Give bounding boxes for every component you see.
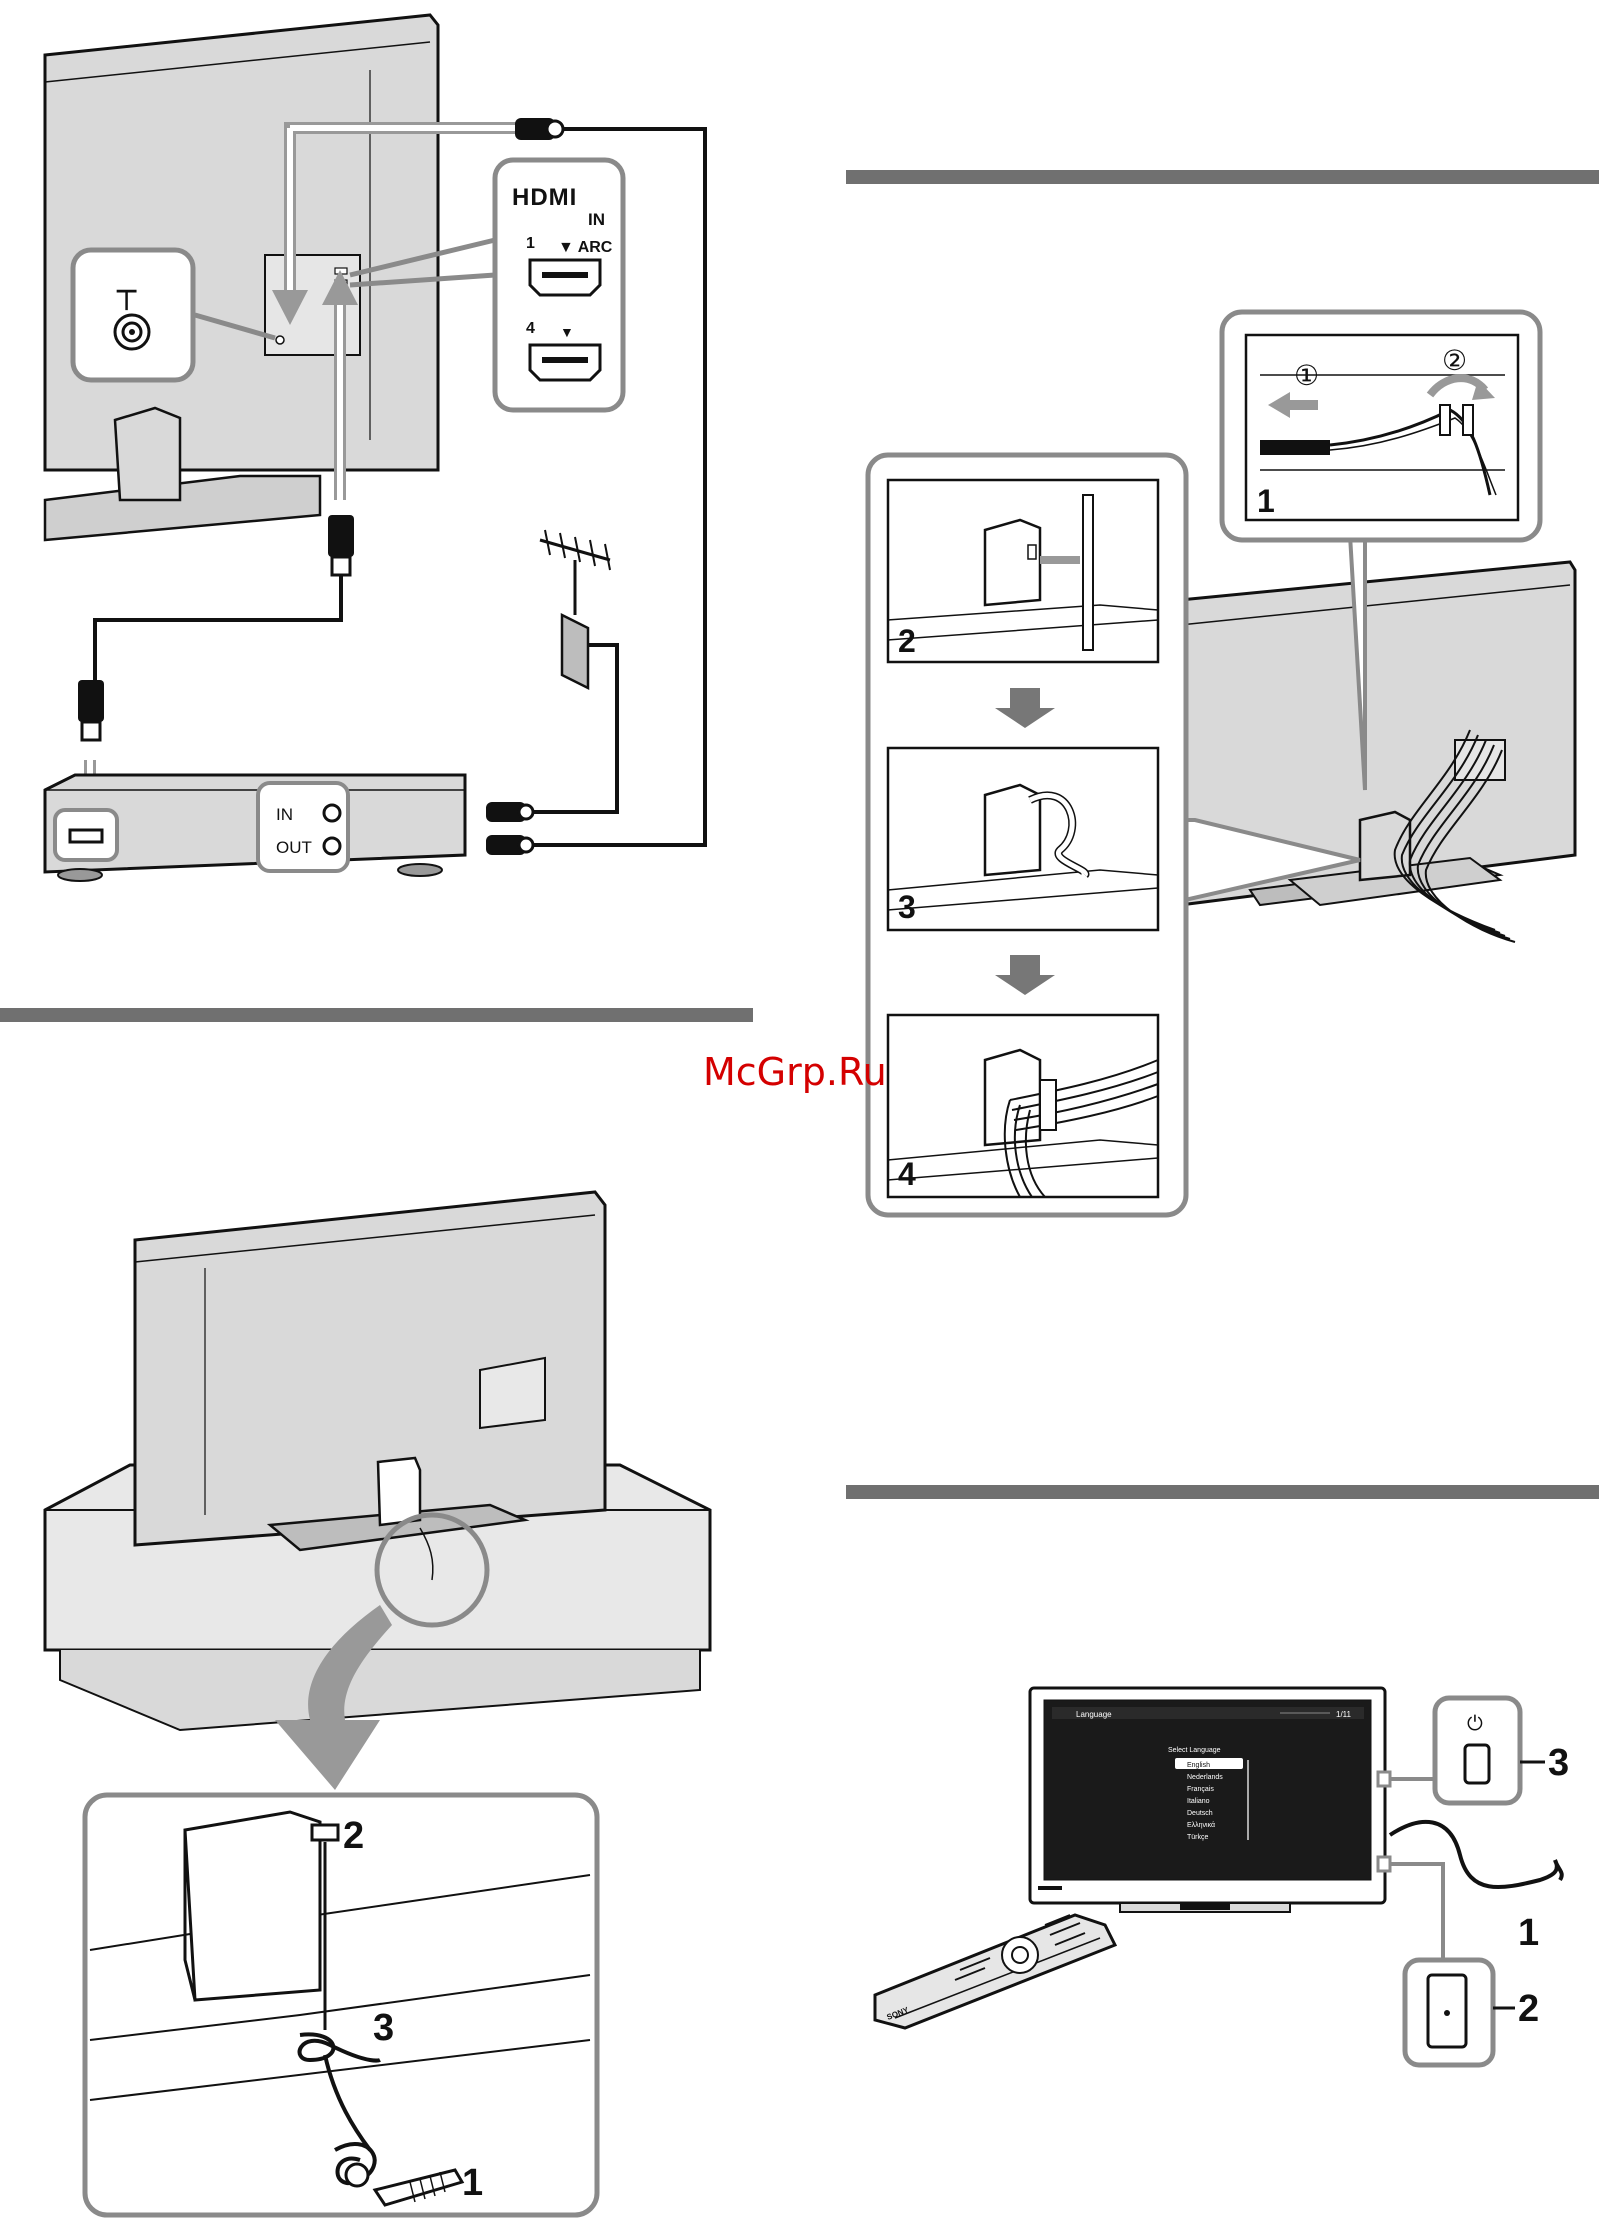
tv-antenna-jack bbox=[276, 336, 284, 344]
watermark: McGrp.Ru bbox=[703, 1050, 887, 1094]
screw bbox=[312, 1825, 338, 1840]
step2-number: 2 bbox=[898, 623, 916, 659]
roof-antenna bbox=[540, 530, 610, 688]
section-bar-power-on bbox=[846, 1485, 1599, 1499]
power-step1-number: 1 bbox=[1518, 1912, 1539, 1954]
power-step3-number: 3 bbox=[1548, 1742, 1569, 1784]
lang-5: Ελληνικά bbox=[1187, 1821, 1215, 1829]
hdmi-plug-recorder bbox=[78, 680, 104, 722]
step1-circle2: ② bbox=[1442, 344, 1467, 377]
power-cord bbox=[1390, 1822, 1562, 1887]
screen-page: 1/11 bbox=[1336, 1710, 1352, 1719]
lang-0: English bbox=[1187, 1762, 1210, 1769]
power-symbol: ⏻ bbox=[1467, 1711, 1483, 1735]
antenna-symbol: ┬ bbox=[116, 272, 137, 310]
tv-stand-neck bbox=[115, 408, 180, 500]
secure-step2-number: 2 bbox=[343, 1815, 364, 1857]
recorder-out-label: OUT bbox=[276, 838, 312, 857]
hdmi-port4-number: 4 bbox=[526, 320, 535, 337]
section-bar-secure-tv bbox=[0, 1008, 753, 1022]
section-bar-cable-management bbox=[846, 170, 1599, 184]
screen-prompt: Select Language bbox=[1168, 1747, 1221, 1754]
step1-number: 1 bbox=[1257, 483, 1275, 519]
hdmi-port1-arc-label: ▼ ARC bbox=[558, 239, 613, 256]
secure-zoom-callout bbox=[85, 1795, 597, 2215]
lang-6: Türkçe bbox=[1187, 1834, 1209, 1841]
lang-4: Deutsch bbox=[1187, 1810, 1213, 1817]
recorder-rf-callout bbox=[258, 783, 348, 871]
hdmi-in-label: IN bbox=[588, 210, 605, 229]
secure-step3-number: 3 bbox=[373, 2007, 394, 2049]
cable-tie-diagram: ① ② 1 2 3 4 bbox=[868, 312, 1575, 1215]
tv-back-panel bbox=[45, 15, 438, 470]
tv-stand-base bbox=[45, 476, 320, 540]
hdmi-port4-marker: ▼ bbox=[560, 324, 574, 340]
lang-1: Nederlands bbox=[1187, 1774, 1223, 1781]
power-step2-number: 2 bbox=[1518, 1988, 1539, 2030]
hdmi-plug-tv bbox=[328, 515, 354, 557]
screen-title: Language bbox=[1076, 1710, 1112, 1719]
power-on-diagram: Language 1/11 Select Language English Ne… bbox=[875, 1688, 1569, 2065]
secure-step1-number: 1 bbox=[462, 2162, 483, 2204]
step1-circle1: ① bbox=[1294, 359, 1319, 392]
hdmi-cable bbox=[95, 575, 341, 680]
lang-3: Italiano bbox=[1187, 1798, 1210, 1805]
step3-number: 3 bbox=[898, 889, 916, 925]
remote-control: SONY bbox=[875, 1915, 1115, 2028]
secure-tv-diagram: 2 3 1 bbox=[45, 1192, 710, 2215]
step4-number: 4 bbox=[898, 1156, 916, 1192]
lang-2: Français bbox=[1187, 1786, 1214, 1793]
connection-diagram: ┬ HDMI IN 1 ▼ ARC 4 ▼ bbox=[45, 15, 705, 881]
recorder-in-label: IN bbox=[276, 805, 293, 824]
hdmi-port1-number: 1 bbox=[526, 235, 535, 252]
hdmi-logo: HDMI bbox=[512, 184, 577, 211]
